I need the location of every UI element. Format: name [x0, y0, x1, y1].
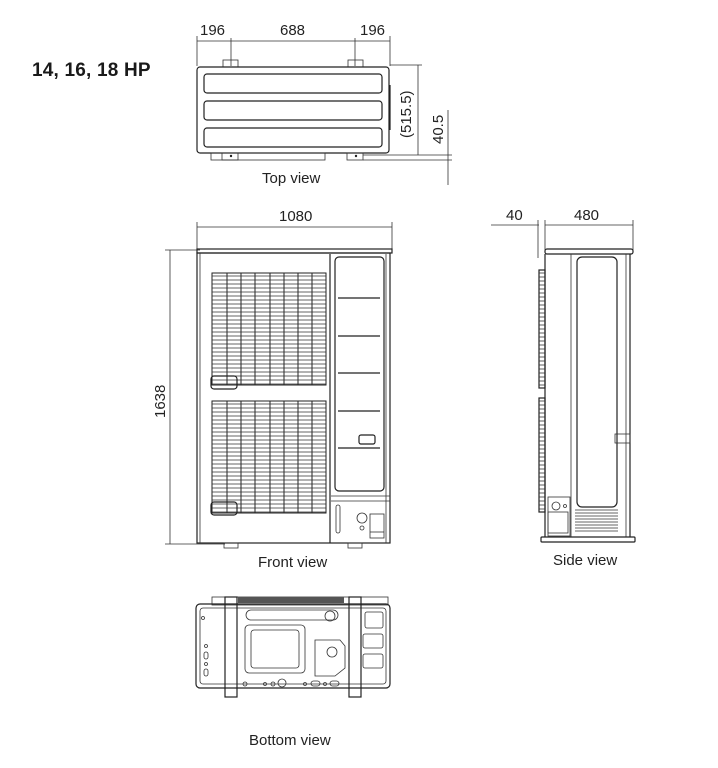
top-dim-left-offset: 196 — [200, 22, 226, 39]
top-dim-center-span: 688 — [280, 22, 306, 39]
front-view-drawing — [165, 222, 393, 549]
front-view-label: Front view — [258, 554, 328, 571]
bottom-view-drawing — [195, 596, 391, 698]
model-title: 14, 16, 18 HP — [32, 60, 151, 81]
top-view-label: Top view — [262, 170, 321, 187]
side-dim-grille-depth: 40 — [506, 207, 523, 224]
top-dim-right-offset: 196 — [360, 22, 386, 39]
top-dim-depth: (515.5) — [398, 90, 415, 138]
top-view-drawing — [196, 36, 452, 185]
side-view-drawing — [491, 220, 636, 543]
front-dim-width: 1080 — [279, 208, 313, 225]
front-dim-height: 1638 — [152, 384, 169, 418]
top-dim-foot-offset: 40.5 — [430, 114, 447, 144]
side-view-label: Side view — [553, 552, 618, 569]
side-dim-depth: 480 — [574, 207, 600, 224]
bottom-view-label: Bottom view — [249, 732, 331, 749]
